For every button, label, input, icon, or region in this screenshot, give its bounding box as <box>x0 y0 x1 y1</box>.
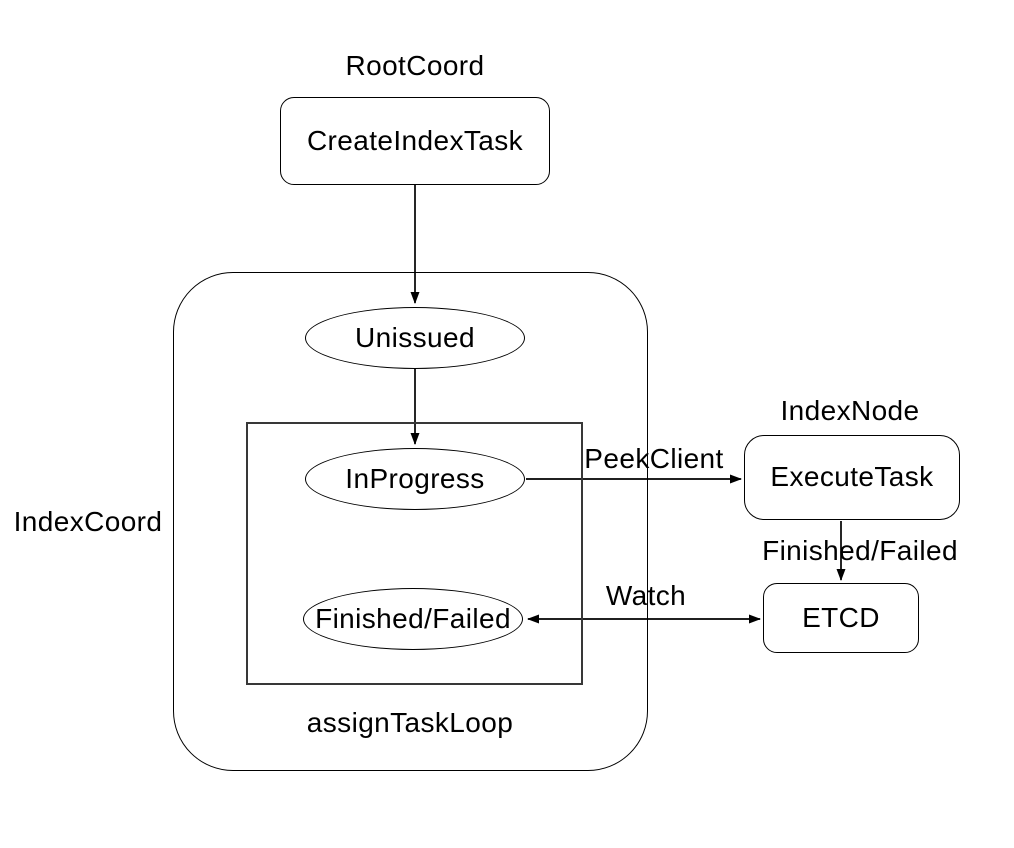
node-finished-failed-text: Finished/Failed <box>315 602 511 634</box>
edge-label-peekclient: PeekClient <box>564 442 744 474</box>
indexcoord-label: IndexCoord <box>6 506 170 538</box>
indexcoord-container <box>173 272 648 771</box>
rootcoord-label: RootCoord <box>315 50 515 82</box>
indexcoord-label-text: IndexCoord <box>13 505 163 537</box>
node-finished-failed: Finished/Failed <box>303 588 523 650</box>
node-in-progress-text: InProgress <box>345 462 485 494</box>
indexnode-label: IndexNode <box>760 395 940 427</box>
assigntaskloop-container <box>246 422 583 685</box>
assigntaskloop-label-text: assignTaskLoop <box>306 706 514 738</box>
node-unissued: Unissued <box>305 307 525 369</box>
edge-label-finished-failed: Finished/Failed <box>750 535 970 567</box>
rootcoord-label-text: RootCoord <box>345 49 485 81</box>
node-unissued-text: Unissued <box>355 321 475 353</box>
edge-label-watch-text: Watch <box>605 579 687 611</box>
node-execute-task: ExecuteTask <box>744 435 960 520</box>
edge-label-peekclient-text: PeekClient <box>584 442 724 474</box>
node-create-index-task: CreateIndexTask <box>280 97 550 185</box>
node-etcd: ETCD <box>763 583 919 653</box>
node-etcd-text: ETCD <box>802 601 880 633</box>
assigntaskloop-label: assignTaskLoop <box>300 707 520 739</box>
edge-label-watch: Watch <box>586 580 706 612</box>
indexnode-label-text: IndexNode <box>780 394 920 426</box>
edge-label-finished-failed-text: Finished/Failed <box>762 534 958 566</box>
node-in-progress: InProgress <box>305 448 525 510</box>
node-execute-task-text: ExecuteTask <box>770 461 934 493</box>
node-create-index-task-text: CreateIndexTask <box>306 124 524 156</box>
